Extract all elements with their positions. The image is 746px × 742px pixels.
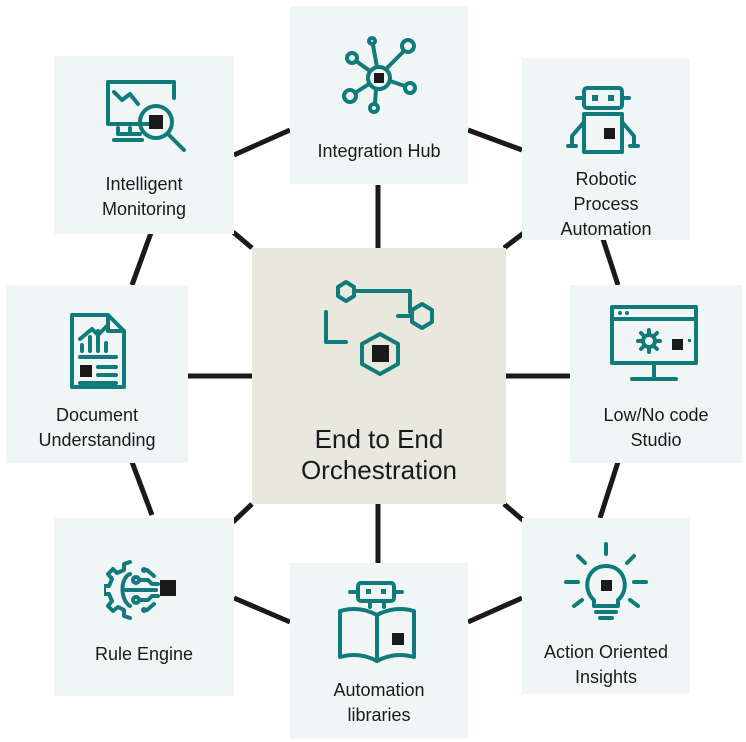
orchestration-icon xyxy=(324,280,434,376)
node-action-oriented-insights[interactable]: Action Oriented Insights xyxy=(522,518,690,694)
monitor-gear-icon xyxy=(610,305,698,381)
node-document-understanding[interactable]: Document Understanding xyxy=(6,285,188,463)
node-intelligent-monitoring[interactable]: Intelligent Monitoring xyxy=(54,56,234,234)
node-label-line: Understanding xyxy=(38,430,156,450)
lightbulb-icon xyxy=(564,542,648,620)
node-label-line: Process xyxy=(573,194,639,214)
monitor-magnifier-icon xyxy=(106,80,186,152)
center-title-line1: End to End xyxy=(314,424,444,454)
robot-icon xyxy=(566,86,640,154)
node-label-line: Studio xyxy=(630,430,682,450)
node-label-line: Insights xyxy=(574,667,638,687)
node-integration-hub[interactable]: Integration Hub xyxy=(290,6,468,184)
node-low-no-code-studio[interactable]: Low/No code Studio xyxy=(570,285,742,463)
document-chart-icon xyxy=(70,313,126,389)
node-label-line: Integration Hub xyxy=(317,141,441,161)
node-automation-libraries[interactable]: Automation libraries xyxy=(290,563,468,739)
node-label-line: Robotic xyxy=(575,169,637,189)
node-label-line: Action Oriented xyxy=(543,642,669,662)
node-robotic-process-automation[interactable]: Robotic Process Automation xyxy=(522,58,690,240)
node-label-line: Rule Engine xyxy=(94,644,194,664)
network-hub-icon xyxy=(342,36,417,114)
center-title-line2: Orchestration xyxy=(300,455,458,485)
robot-book-icon xyxy=(338,581,416,663)
node-rule-engine[interactable]: Rule Engine xyxy=(54,518,234,696)
node-label-line: Monitoring xyxy=(101,199,187,219)
node-label-line: Intelligent xyxy=(105,174,183,194)
node-label-line: Automation xyxy=(333,680,425,700)
gear-circuit-icon xyxy=(104,560,176,620)
node-label-line: Automation xyxy=(560,219,652,239)
node-label-line: libraries xyxy=(347,705,411,725)
node-label-line: Low/No code xyxy=(603,405,709,425)
node-label-line: Document xyxy=(55,405,139,425)
center-title: End to End Orchestration xyxy=(252,424,506,486)
